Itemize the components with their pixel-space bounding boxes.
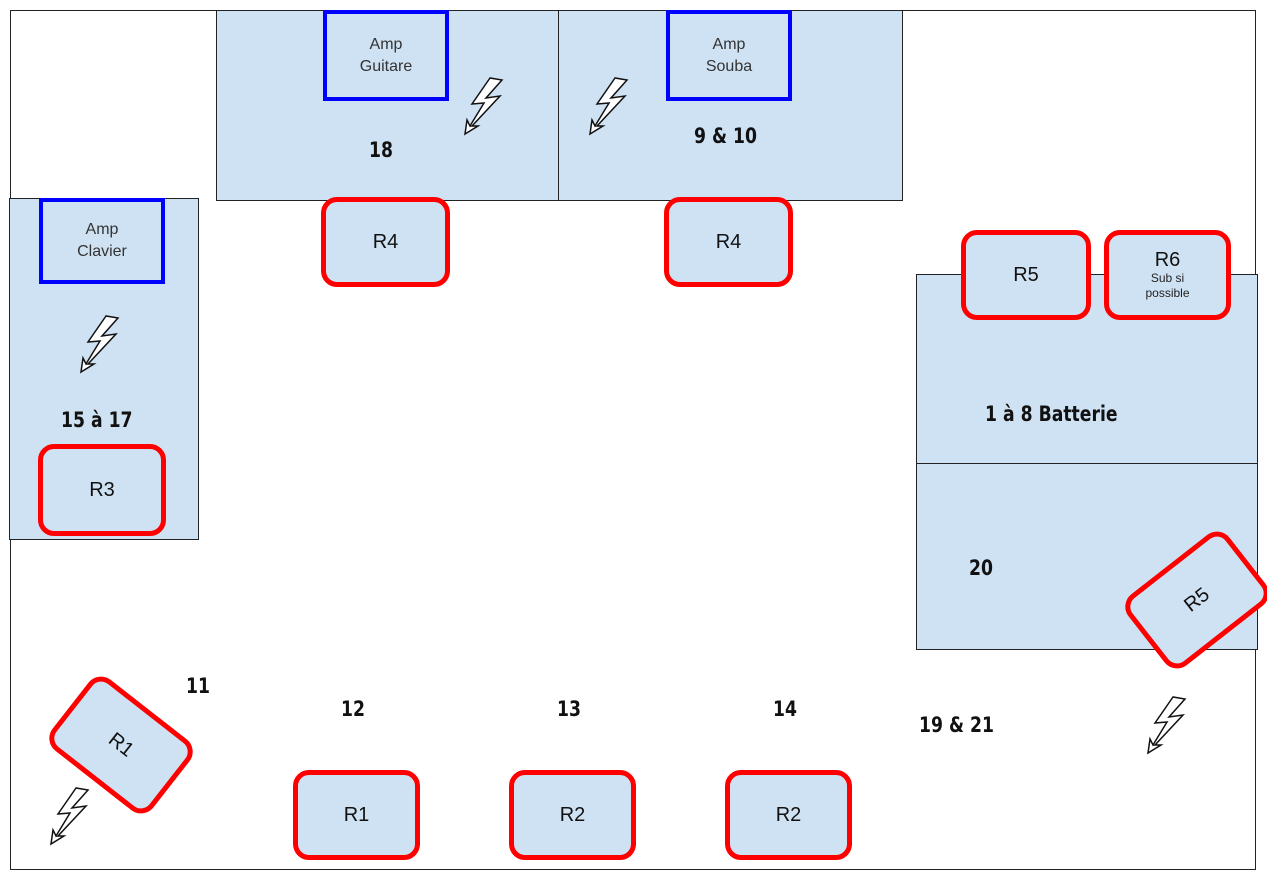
- return-r5-rotated-label: R5: [1179, 583, 1214, 617]
- amp-souba-line2: Souba: [705, 57, 753, 75]
- return-r2-b: R2: [725, 770, 852, 860]
- return-r6-note: Sub si possible: [1145, 271, 1190, 300]
- amp-clavier-line2: Clavier: [77, 243, 127, 260]
- return-r3: R3: [38, 444, 166, 536]
- label-position-12: 12: [341, 697, 365, 721]
- return-r2-b-label: R2: [775, 803, 802, 826]
- label-guitar-channel: 18: [369, 138, 393, 162]
- label-position-11: 11: [186, 674, 210, 698]
- amp-guitare-line2: Guitare: [359, 57, 413, 75]
- label-position-14: 14: [773, 697, 797, 721]
- return-r4-right: R4: [664, 197, 793, 287]
- amp-souba-line1: Amp: [712, 35, 746, 53]
- return-r2-a-label: R2: [559, 803, 586, 826]
- return-r4-left-label: R4: [372, 230, 399, 253]
- label-drums-channels: 1 à 8 Batterie: [985, 402, 1118, 426]
- label-keys-channels: 15 à 17: [61, 408, 133, 432]
- power-outlet-icon: [464, 76, 504, 136]
- power-outlet-icon: [80, 314, 120, 374]
- return-r1-rotated-label: R1: [104, 728, 139, 762]
- return-r1: R1: [293, 770, 420, 860]
- return-r2-a: R2: [509, 770, 636, 860]
- return-r4-right-label: R4: [715, 230, 742, 253]
- power-outlet-icon: [589, 76, 629, 136]
- amp-clavier: Amp Clavier: [39, 198, 165, 284]
- return-r5-top: R5: [961, 230, 1091, 320]
- amp-guitare-line1: Amp: [369, 35, 403, 53]
- return-r3-label: R3: [89, 478, 115, 501]
- return-r5-top-label: R5: [1013, 263, 1039, 286]
- label-souba-channels: 9 & 10: [694, 124, 757, 148]
- return-r6-label: R6: [1154, 249, 1181, 271]
- return-r6: R6 Sub si possible: [1104, 230, 1231, 320]
- amp-guitare: Amp Guitare: [323, 10, 449, 101]
- label-position-13: 13: [557, 697, 581, 721]
- label-right-lower: 20: [969, 556, 993, 580]
- return-r1-label: R1: [343, 803, 370, 826]
- label-position-19-21: 19 & 21: [919, 713, 994, 737]
- amp-clavier-line1: Amp: [85, 221, 119, 238]
- amp-souba: Amp Souba: [666, 10, 792, 101]
- return-r4-left: R4: [321, 197, 450, 287]
- power-outlet-icon: [1147, 695, 1187, 755]
- power-outlet-icon: [50, 786, 90, 846]
